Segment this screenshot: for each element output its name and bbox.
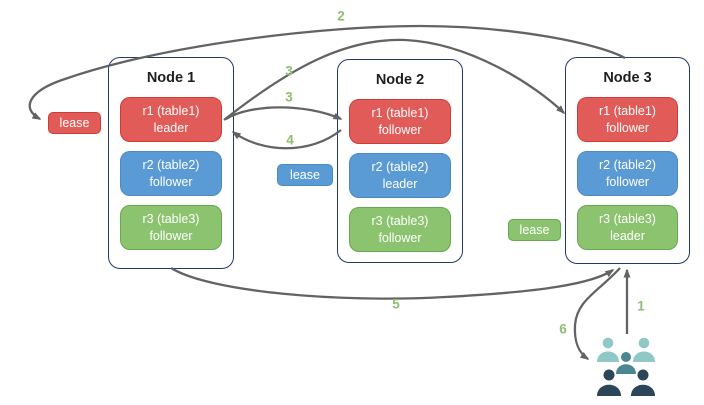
node-3-replica-r1: r1 (table1) follower [577,97,678,142]
lease-tag-green: lease [508,219,561,241]
node-2-replica-r1: r1 (table1) follower [349,99,451,144]
step-label-4: 4 [286,132,294,148]
lease-tag-blue: lease [277,164,333,186]
node-3-replica-r3: r3 (table3) leader [577,205,678,250]
step-label-3b: 3 [285,89,293,105]
replica-role: follower [149,174,193,189]
node-3: Node 3 r1 (table1) follower r2 (table2) … [565,57,690,264]
replica-name: r3 (table3) [142,212,200,227]
replica-role: follower [378,122,422,137]
step-label-1: 1 [637,298,645,314]
arrow-step-3-to-node2 [225,106,343,121]
node-3-title: Node 3 [603,70,652,86]
node-2-replica-r3: r3 (table3) follower [349,207,451,252]
replica-name: r1 (table1) [142,104,200,119]
replica-role: follower [378,230,422,245]
replica-role: follower [149,228,193,243]
node-1-replica-r1: r1 (table1) leader [120,97,222,142]
replica-name: r2 (table2) [142,158,200,173]
node-1-replica-r3: r3 (table3) follower [120,205,222,250]
step-label-5: 5 [392,296,400,312]
replica-name: r1 (table1) [371,106,429,121]
node-2: Node 2 r1 (table1) follower r2 (table2) … [337,59,463,263]
replica-role: leader [382,176,418,191]
arrow-step-6 [573,267,621,360]
replica-role: leader [153,120,189,135]
step-label-6: 6 [559,321,567,337]
node-2-title: Node 2 [375,72,425,88]
node-2-replica-r2: r2 (table2) leader [349,153,451,198]
clients-icon [597,337,655,396]
replica-name: r3 (table3) [599,212,656,227]
node-1: Node 1 r1 (table1) leader r2 (table2) fo… [108,57,234,269]
replica-role: follower [605,120,650,135]
replica-name: r1 (table1) [599,104,656,119]
replica-name: r2 (table2) [599,158,656,173]
node-1-title: Node 1 [146,70,196,86]
lease-tag-red: lease [48,112,101,134]
step-label-3a: 3 [285,63,293,79]
replica-name: r2 (table2) [371,160,429,175]
arrow-step-5 [170,267,615,300]
node-3-replica-r2: r2 (table2) follower [577,151,678,196]
replica-role: follower [605,174,650,189]
replica-name: r3 (table3) [371,214,429,229]
node-1-replica-r2: r2 (table2) follower [120,151,222,196]
replica-role: leader [610,228,645,243]
step-label-2: 2 [337,8,345,24]
